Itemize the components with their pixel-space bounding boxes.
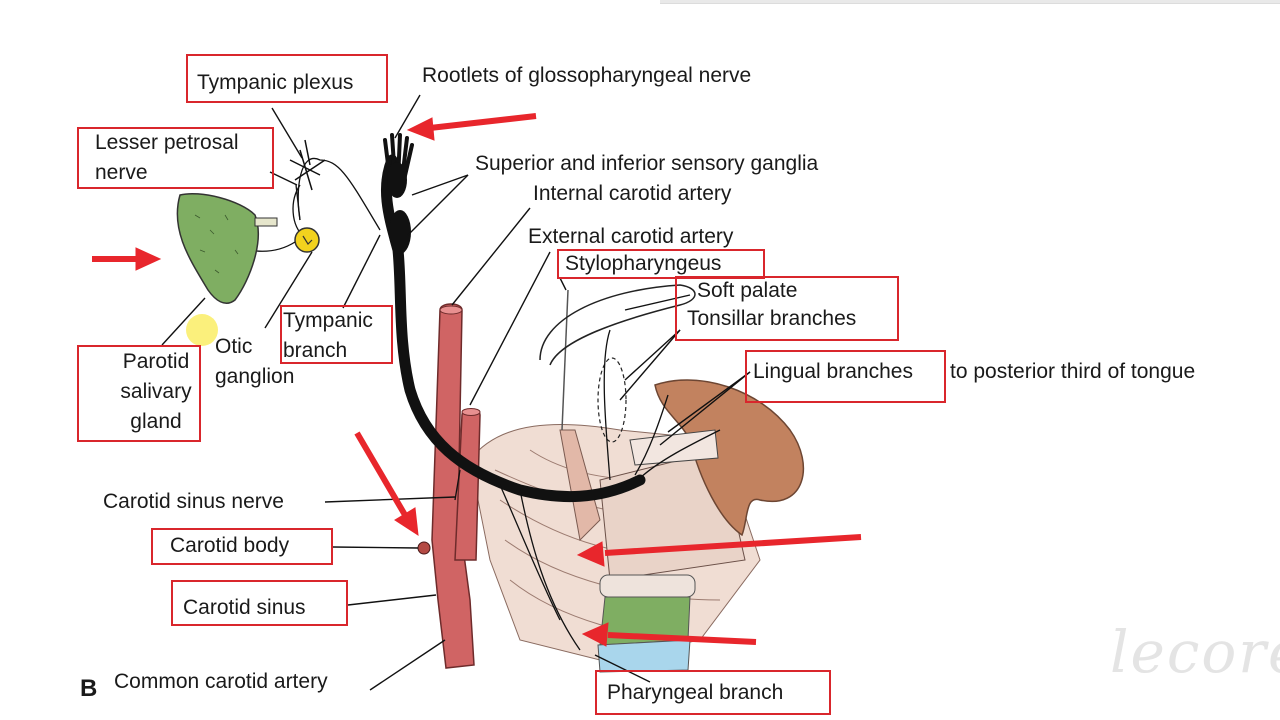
arrow-stylopharyngeus [576, 534, 862, 567]
parotid-gland [176, 192, 259, 304]
box-carotid-body [151, 528, 333, 565]
label-tonsillar: Tonsillar branches [687, 307, 857, 330]
stylopharyngeus-muscle [559, 429, 601, 542]
box-lingual [745, 350, 946, 403]
top-bar [660, 0, 1280, 4]
tympanic-plexus-drawing [289, 139, 326, 191]
label-pharyngeal: Pharyngeal branch [607, 681, 784, 704]
figure-letter: B [80, 675, 98, 702]
box-tympanic-branch [280, 305, 393, 364]
label-carotid-sinus: Carotid sinus [183, 596, 306, 619]
leader-lines [161, 94, 751, 691]
box-lesser-petrosal [77, 127, 274, 189]
carotid-body-dot [417, 541, 431, 555]
arrow-rootlets [406, 113, 537, 141]
label-external-carotid: External carotid artery [528, 225, 734, 248]
red-arrows [92, 113, 862, 647]
label-lingual-suffix: to posterior third of tongue [950, 360, 1196, 383]
watermark-logo: lecorey [1110, 618, 1280, 686]
label-internal-carotid: Internal carotid artery [533, 182, 732, 205]
label-lesser-petrosal: Lesser petrosal nerve [95, 131, 239, 184]
label-stylopharyngeus: Stylopharyngeus [565, 252, 722, 275]
box-carotid-sinus [171, 580, 348, 626]
label-tympanic-plexus: Tympanic plexus [197, 71, 354, 94]
label-common-carotid: Common carotid artery [114, 670, 328, 693]
label-parotid: Parotid salivary gland [120, 350, 192, 433]
arrow-pharyngeal [581, 622, 757, 647]
label-rootlets: Rootlets of glossopharyngeal nerve [422, 64, 752, 87]
label-carotid-body: Carotid body [170, 534, 290, 557]
cursor-highlight [186, 314, 218, 346]
otic-ganglion-dot [294, 227, 320, 253]
label-tympanic-branch: Tympanic branch [283, 309, 373, 362]
label-soft-palate: Soft palate [697, 279, 798, 302]
label-lingual: Lingual branches [753, 360, 913, 383]
box-pharyngeal [595, 670, 831, 715]
nerve-branches [295, 157, 721, 651]
label-carotid-sinus-nerve: Carotid sinus nerve [103, 490, 284, 513]
trachea-blue [597, 639, 691, 673]
arrow-carotid-body [354, 431, 419, 536]
box-parotid [77, 345, 201, 442]
box-soft-palate [675, 276, 899, 341]
box-tympanic-plexus [186, 54, 388, 103]
box-stylopharyngeus [557, 249, 765, 279]
label-otic-ganglion: Otic ganglion [215, 335, 295, 388]
hyoid [599, 574, 696, 598]
label-sensory-ganglia: Superior and inferior sensory ganglia [475, 152, 819, 175]
arrow-parotid [92, 247, 162, 271]
